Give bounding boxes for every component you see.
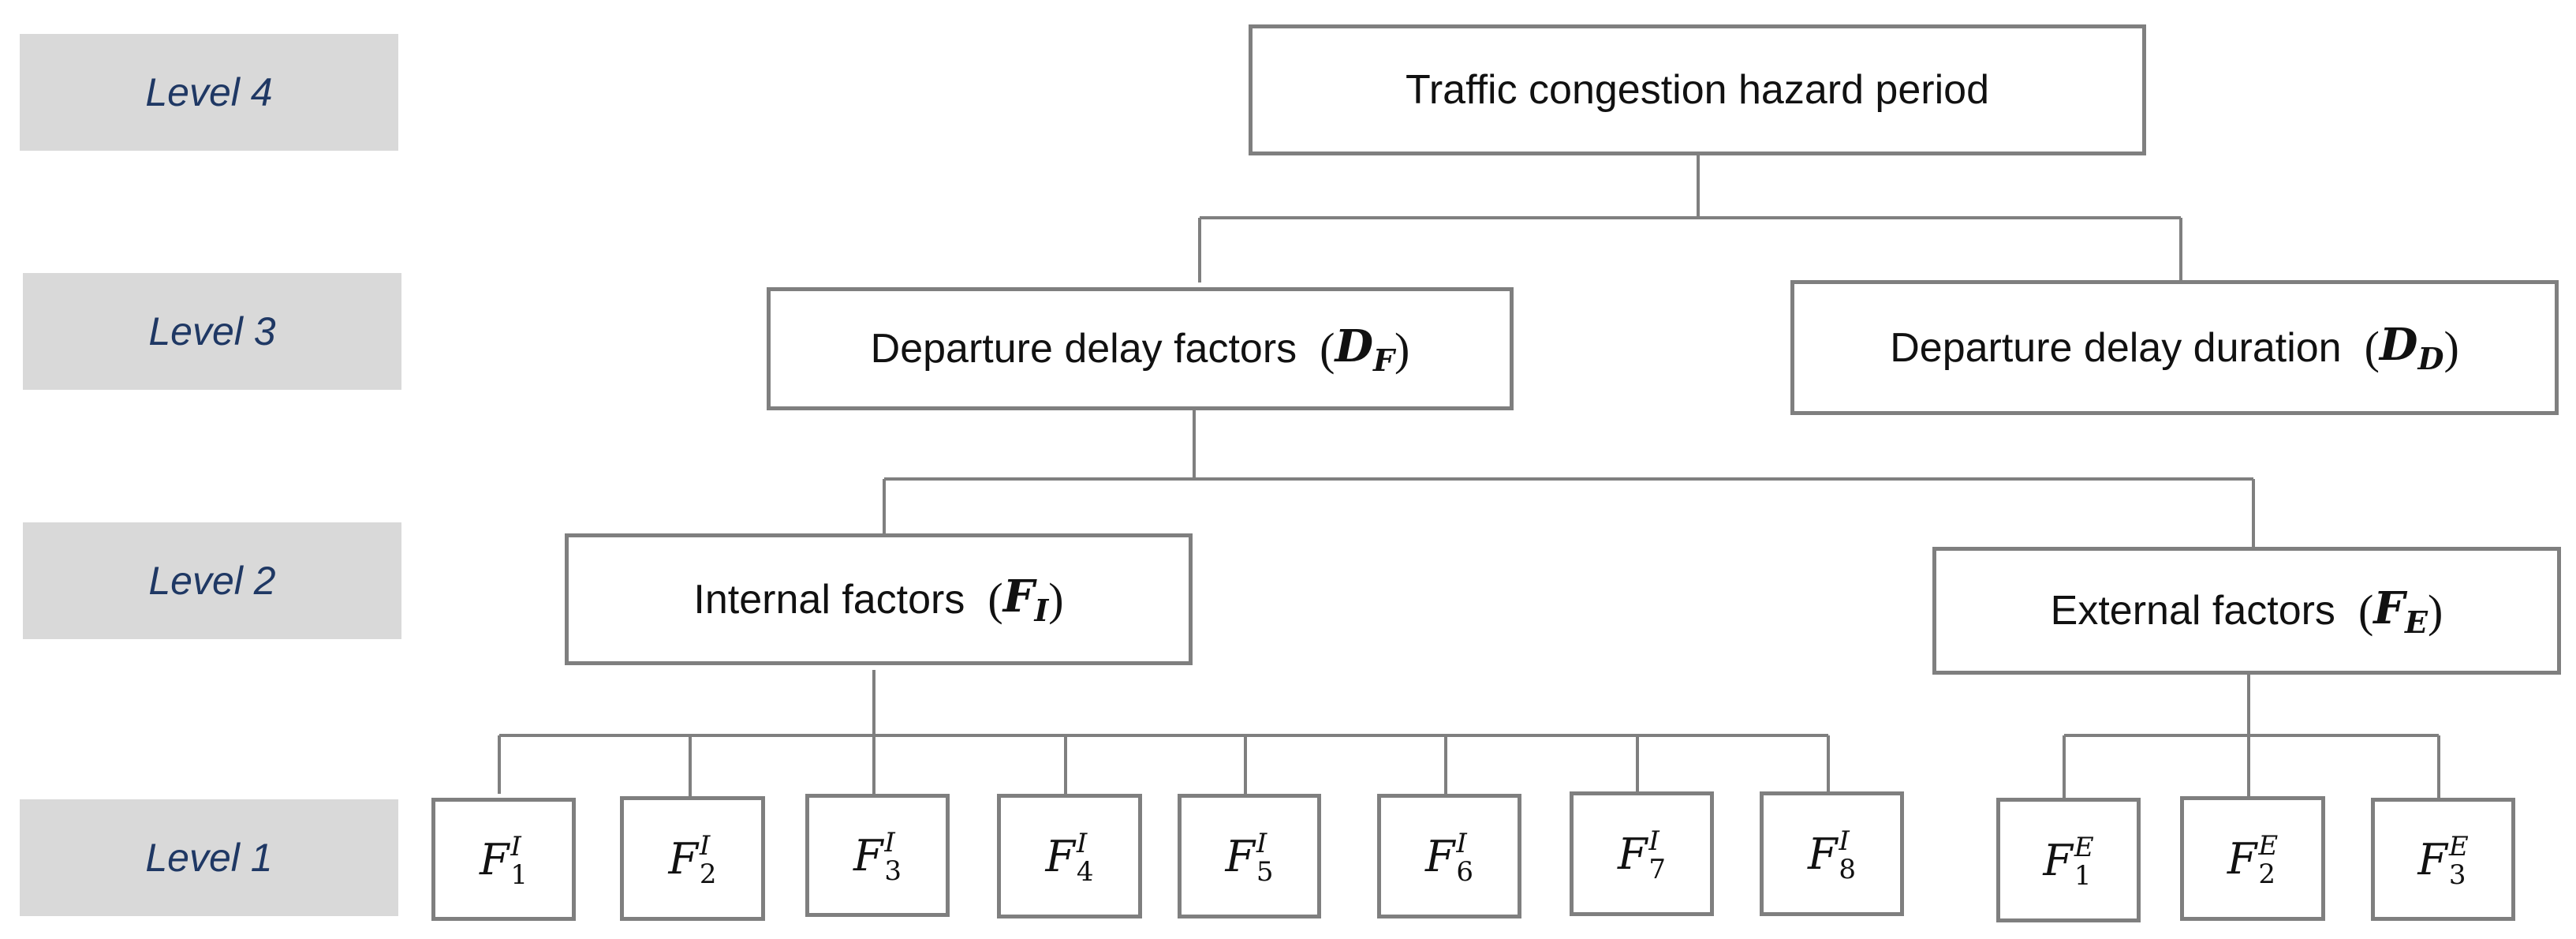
level-1-label: Level 1 bbox=[20, 799, 398, 916]
root-node: Traffic congestion hazard period bbox=[1249, 24, 2146, 155]
internal-factors-node: Internal factors (FI) bbox=[565, 533, 1193, 665]
external-factors-symbol: FE bbox=[2373, 582, 2428, 640]
departure-delay-duration-node: Departure delay duration (DD) bbox=[1790, 280, 2559, 415]
level-3-label: Level 3 bbox=[23, 273, 401, 390]
external-factors-node: External factors (FE) bbox=[1932, 547, 2561, 675]
connector-external bbox=[2063, 675, 2440, 798]
connector-internal bbox=[498, 670, 1830, 796]
external-factors-label: External factors bbox=[2050, 588, 2335, 634]
connector-root bbox=[1198, 155, 2182, 282]
internal-factors-symbol: FI bbox=[1002, 571, 1049, 628]
internal-factors-label: Internal factors bbox=[693, 576, 965, 623]
departure-delay-duration-label: Departure delay duration bbox=[1890, 324, 2342, 371]
level-2-label: Level 2 bbox=[23, 522, 401, 639]
departure-delay-duration-symbol: DD bbox=[2379, 319, 2444, 376]
connector-departure-factors bbox=[883, 410, 2255, 547]
level-4-label: Level 4 bbox=[20, 34, 398, 151]
departure-delay-factors-symbol: DF bbox=[1335, 320, 1395, 378]
departure-delay-factors-node: Departure delay factors (DF) bbox=[767, 287, 1514, 410]
root-label: Traffic congestion hazard period bbox=[1406, 67, 1989, 113]
departure-delay-factors-label: Departure delay factors bbox=[870, 326, 1297, 372]
